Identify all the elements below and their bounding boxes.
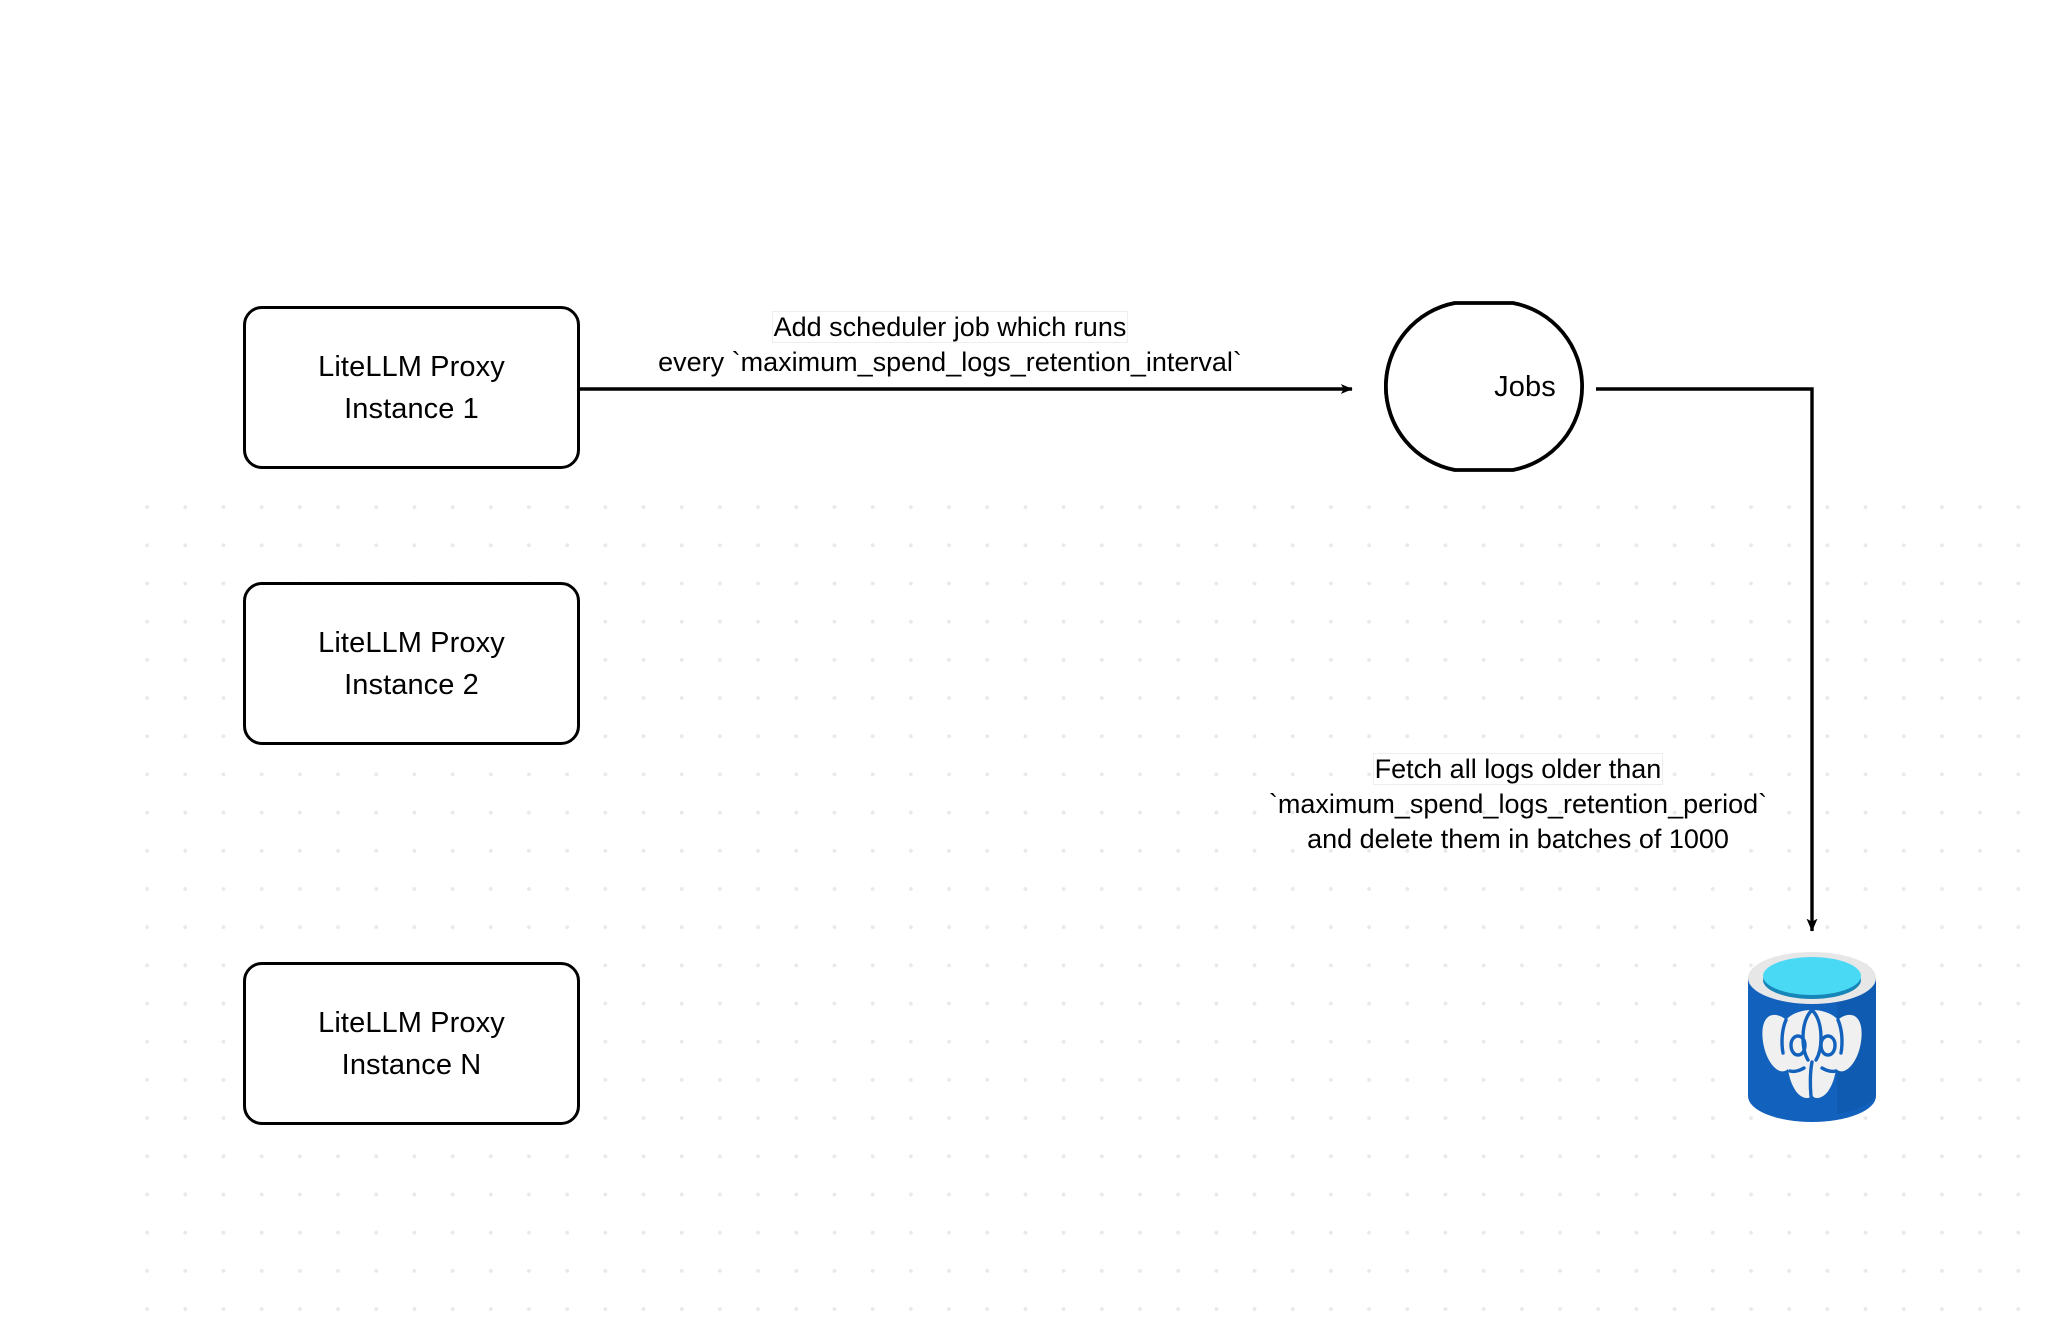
proxy-instance-1-line2: Instance 1 [344,392,479,425]
node-postgres-database[interactable] [1742,944,1882,1132]
edge-label-jobs-to-postgres: Fetch all logs older than `maximum_spend… [1228,752,1808,857]
postgresql-icon [1748,952,1876,1122]
edge-label-proxy-to-jobs: Add scheduler job which runs every `maxi… [600,310,1300,380]
node-proxy-instance-n[interactable]: LiteLLM Proxy Instance N [243,962,580,1125]
proxy-instance-n-line1: LiteLLM Proxy [318,1006,505,1039]
proxy-instance-1-line1: LiteLLM Proxy [318,350,505,383]
jobs-cylinder-shape [1384,301,1584,472]
edge-label-proxy-to-jobs-line2: every `maximum_spend_logs_retention_inte… [658,347,1242,377]
proxy-instance-n-line2: Instance N [341,1048,482,1081]
proxy-instance-2-line2: Instance 2 [344,668,479,701]
edge-label-proxy-to-jobs-line1: Add scheduler job which runs [772,312,1128,342]
edge-label-jobs-to-postgres-line1: Fetch all logs older than [1373,754,1663,784]
edge-jobs-to-postgres [1596,387,1818,932]
node-proxy-instance-1[interactable]: LiteLLM Proxy Instance 1 [243,306,580,469]
postgres-elephant-glyph [1762,1010,1862,1098]
proxy-instance-2-line1: LiteLLM Proxy [318,626,505,659]
node-jobs-queue[interactable]: Jobs [1455,303,1595,470]
node-proxy-instance-2[interactable]: LiteLLM Proxy Instance 2 [243,582,580,745]
edge-label-jobs-to-postgres-line2: `maximum_spend_logs_retention_period` [1268,789,1768,819]
edge-label-jobs-to-postgres-line3: and delete them in batches of 1000 [1307,824,1729,854]
jobs-label: Jobs [1494,370,1556,403]
